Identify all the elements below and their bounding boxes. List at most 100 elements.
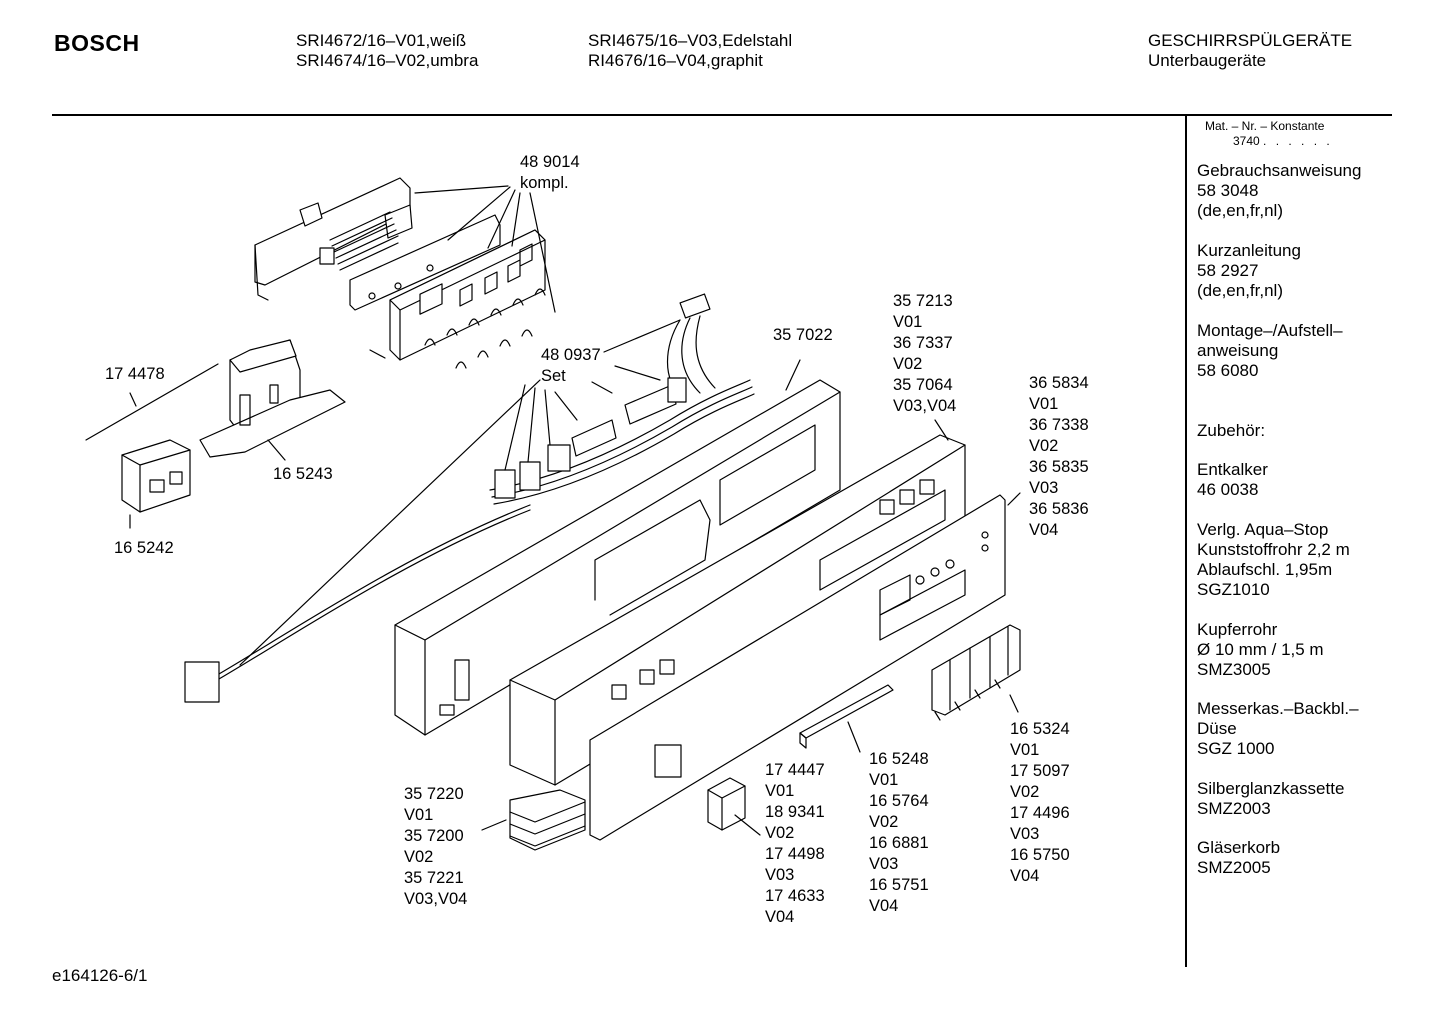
part-note: kompl. <box>520 174 569 192</box>
sidebar-line: Silberglanzkassette <box>1197 779 1345 798</box>
control-pcb <box>255 178 500 310</box>
sidebar-line: 58 3048 <box>1197 181 1259 200</box>
sidebar-line: SMZ2005 <box>1197 858 1271 877</box>
variant: V01 <box>1010 741 1040 759</box>
variant: V02 <box>869 813 899 831</box>
sidebar-line: Ablaufschl. 1,95m <box>1197 560 1333 579</box>
sidebar-line: Gebrauchsanweisung <box>1197 161 1362 180</box>
part-number: 35 7022 <box>773 326 833 344</box>
part-number: 17 4447 <box>765 761 825 779</box>
sidebar-line: Messerkas.–Backbl.– <box>1197 699 1359 718</box>
part-label-165248: 16 5248 V01 16 5764 V02 16 6881 V03 16 5… <box>869 749 929 917</box>
sidebar-section-accessories: Zubehör: <box>1197 421 1265 441</box>
header-divider <box>52 114 1392 116</box>
variant: V02 <box>404 848 434 866</box>
part-label-174478: 17 4478 <box>105 364 165 385</box>
part-number: 48 9014 <box>520 153 580 171</box>
display-module <box>370 230 545 368</box>
part-label-357022: 35 7022 <box>773 325 833 346</box>
sidebar-line: Gläserkorb <box>1197 838 1281 857</box>
sidebar-section-installation: Montage–/Aufstell– anweisung 58 6080 <box>1197 321 1343 381</box>
sidebar-line: Montage–/Aufstell– <box>1197 321 1343 340</box>
pin-part <box>86 364 218 440</box>
sidebar-line: SGZ 1000 <box>1197 739 1275 758</box>
part-label-165242: 16 5242 <box>114 538 174 559</box>
part-number: 17 4478 <box>105 365 165 383</box>
part-label-480937: 48 0937 Set <box>541 345 601 387</box>
variant: V01 <box>1029 395 1059 413</box>
brand-logo: BOSCH <box>54 30 140 56</box>
sidebar-section-silver: Silberglanzkassette SMZ2003 <box>1197 779 1344 819</box>
sidebar-line: anweisung <box>1197 341 1279 360</box>
part-number: 16 5764 <box>869 792 929 810</box>
wire-harness <box>185 294 754 702</box>
sidebar-line: Zubehör: <box>1197 421 1266 440</box>
variant: V03 <box>1010 825 1040 843</box>
part-label-357213: 35 7213 V01 36 7337 V02 35 7064 V03,V04 <box>893 291 956 417</box>
sidebar-line: SGZ1010 <box>1197 580 1270 599</box>
sidebar-line: Düse <box>1197 719 1237 738</box>
sidebar-line: Entkalker <box>1197 460 1268 479</box>
part-number: 35 7064 <box>893 376 953 394</box>
part-number: 36 5836 <box>1029 500 1089 518</box>
sidebar-line: 46 0038 <box>1197 480 1259 499</box>
part-number: 35 7200 <box>404 827 464 845</box>
category-title: GESCHIRRSPÜLGERÄTE <box>1148 31 1353 50</box>
sidebar-section-quickguide: Kurzanleitung 58 2927 (de,en,fr,nl) <box>1197 241 1301 301</box>
model-line: SRI4675/16–V03,Edelstahl <box>588 31 793 50</box>
part-number: 35 7213 <box>893 292 953 310</box>
sidebar-divider <box>1185 116 1187 967</box>
part-label-365834: 36 5834 V01 36 7338 V02 36 5835 V03 36 5… <box>1029 373 1089 541</box>
part-number: 16 5242 <box>114 539 174 557</box>
part-number: 17 4498 <box>765 845 825 863</box>
part-number: 36 5835 <box>1029 458 1089 476</box>
mat-number-value-row: 3740 . . . . . . <box>1205 134 1333 149</box>
category-subtitle: Unterbaugeräte <box>1148 51 1267 70</box>
knob-part <box>708 778 745 830</box>
part-number: 16 5243 <box>273 465 333 483</box>
model-list-right: SRI4675/16–V03,Edelstahl RI4676/16–V04,g… <box>588 31 792 71</box>
part-number: 17 5097 <box>1010 762 1070 780</box>
variant: V01 <box>869 771 899 789</box>
part-label-174447: 17 4447 V01 18 9341 V02 17 4498 V03 17 4… <box>765 760 825 928</box>
sidebar-line: SMZ3005 <box>1197 660 1271 679</box>
sidebar-section-manual: Gebrauchsanweisung 58 3048 (de,en,fr,nl) <box>1197 161 1361 221</box>
part-number: 18 9341 <box>765 803 825 821</box>
part-note: Set <box>541 367 566 385</box>
part-number: 35 7220 <box>404 785 464 803</box>
part-number: 17 4496 <box>1010 804 1070 822</box>
main-frame <box>395 380 840 735</box>
category-block: GESCHIRRSPÜLGERÄTE Unterbaugeräte <box>1148 31 1352 71</box>
sidebar-line: Kurzanleitung <box>1197 241 1301 260</box>
sidebar-line: Kupferrohr <box>1197 620 1278 639</box>
part-number: 36 5834 <box>1029 374 1089 392</box>
bracket-part <box>200 340 345 457</box>
part-number: 36 7338 <box>1029 416 1089 434</box>
part-label-489014: 48 9014 kompl. <box>520 152 580 194</box>
variant: V03 <box>1029 479 1059 497</box>
part-number: 16 5324 <box>1010 720 1070 738</box>
button-set <box>932 625 1020 720</box>
variant: V01 <box>765 782 795 800</box>
sidebar-line: (de,en,fr,nl) <box>1197 281 1283 300</box>
variant: V04 <box>869 897 899 915</box>
mat-number-dots: . . . . . . <box>1263 134 1333 148</box>
button-strip <box>800 685 893 748</box>
variant: V03,V04 <box>404 890 468 908</box>
sidebar-line: 58 2927 <box>1197 261 1259 280</box>
sidebar-section-glass: Gläserkorb SMZ2005 <box>1197 838 1280 878</box>
sidebar-section-aquastop: Verlg. Aqua–Stop Kunststoffrohr 2,2 m Ab… <box>1197 520 1350 600</box>
mat-number-block: Mat. – Nr. – Konstante 3740 . . . . . . <box>1205 119 1333 149</box>
variant: V03,V04 <box>893 397 957 415</box>
variant: V04 <box>765 908 795 926</box>
sidebar-line: Verlg. Aqua–Stop <box>1197 520 1329 539</box>
part-number: 16 5248 <box>869 750 929 768</box>
model-line: RI4676/16–V04,graphit <box>588 51 763 70</box>
part-label-165243: 16 5243 <box>273 464 333 485</box>
model-list-left: SRI4672/16–V01,weiß SRI4674/16–V02,umbra <box>296 31 478 71</box>
part-number: 35 7221 <box>404 869 464 887</box>
sidebar-line: (de,en,fr,nl) <box>1197 201 1283 220</box>
part-label-165324: 16 5324 V01 17 5097 V02 17 4496 V03 16 5… <box>1010 719 1070 887</box>
model-line: SRI4674/16–V02,umbra <box>296 51 479 70</box>
variant: V02 <box>1029 437 1059 455</box>
